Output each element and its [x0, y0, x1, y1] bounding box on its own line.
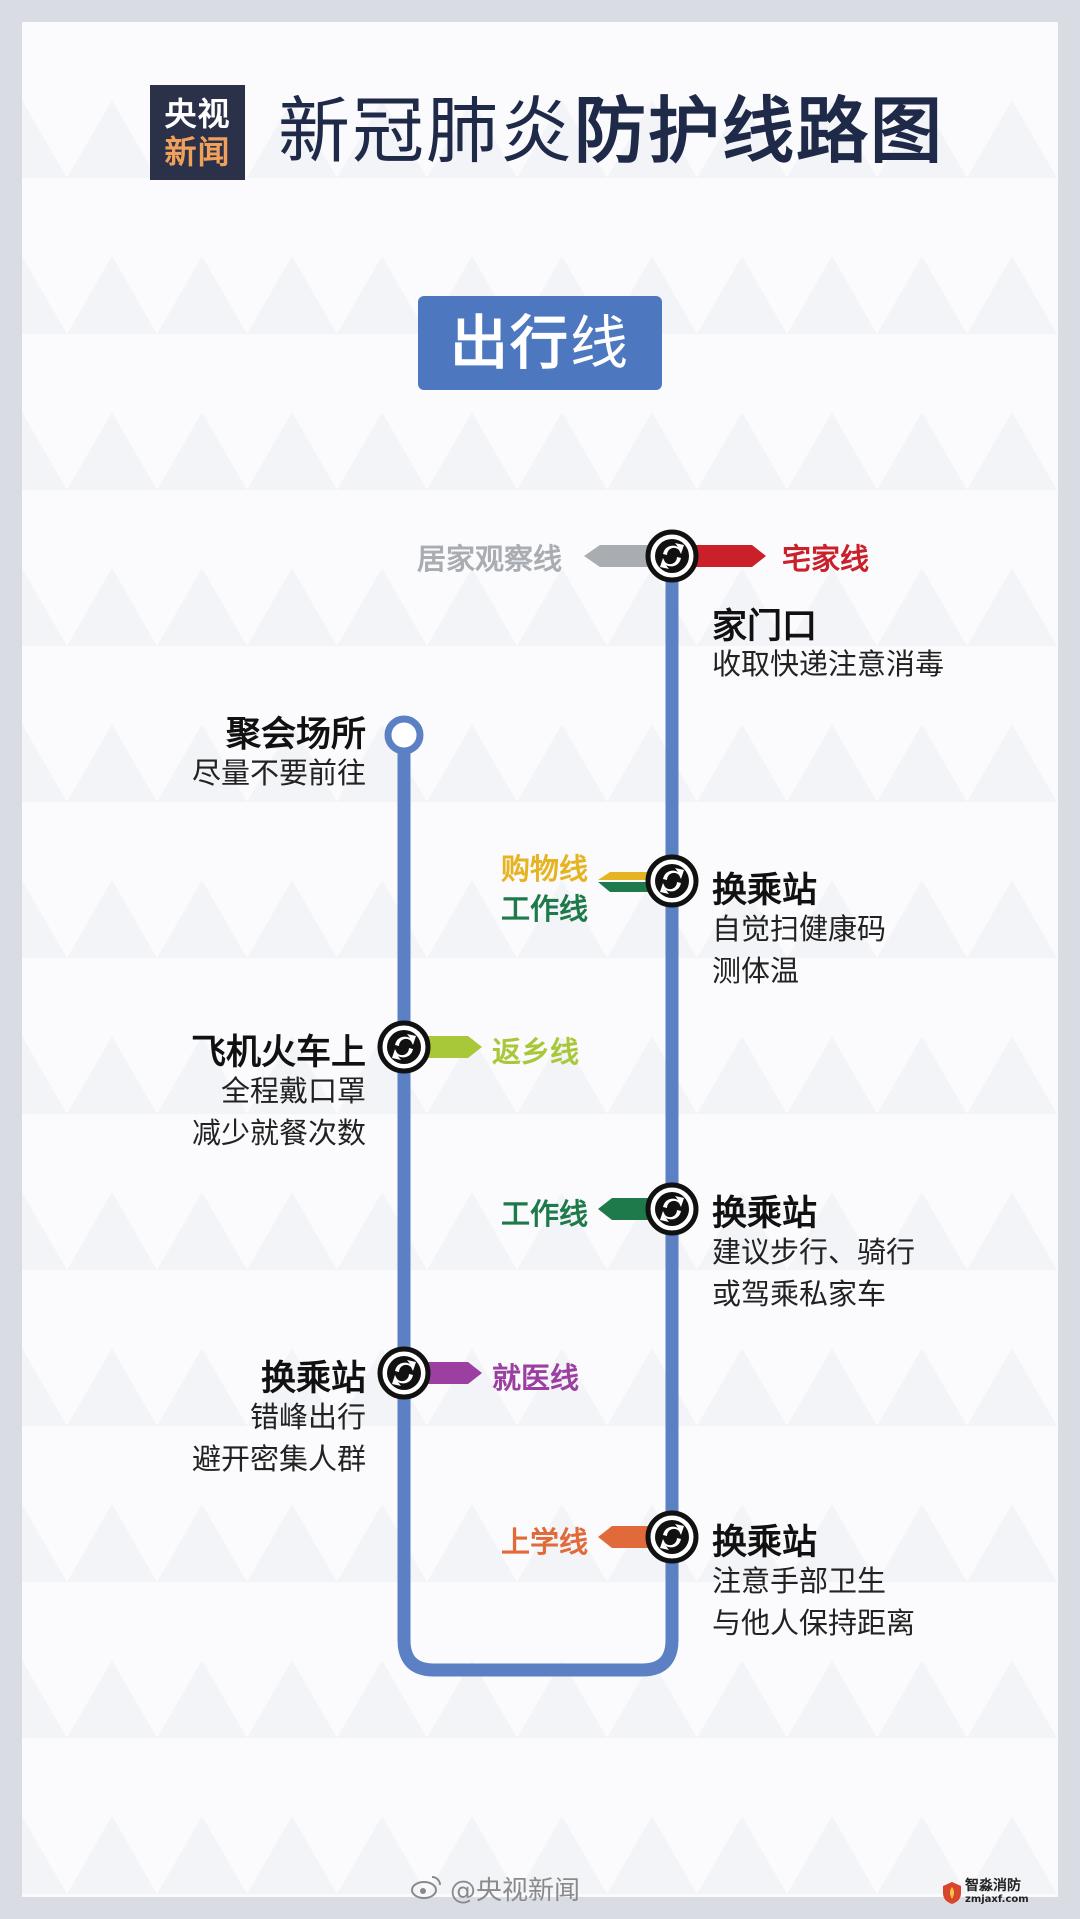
section-title-bold: 出行 — [449, 309, 570, 377]
station-transfer3-desc1: 错峰出行 — [249, 1400, 366, 1434]
transfer-icon-1 — [648, 857, 696, 905]
transfer-icon-2 — [648, 1185, 696, 1233]
tag-shopping: 购物线 — [500, 852, 588, 886]
brand-name: 智淼消防 — [965, 1878, 1021, 1894]
station-transfer4-desc2: 与他人保持距离 — [712, 1606, 916, 1640]
transfer-icon-3 — [380, 1349, 428, 1397]
station-transfer3-desc2: 避开密集人群 — [191, 1442, 366, 1476]
title-regular: 新冠肺炎 — [278, 89, 575, 173]
tag-school: 上学线 — [500, 1525, 588, 1559]
station-transfer1-desc2: 测体温 — [712, 954, 800, 988]
brand-url: zmjaxf.com — [965, 1894, 1029, 1905]
tag-hometown: 返乡线 — [492, 1035, 580, 1069]
tag-home-observe: 居家观察线 — [416, 542, 562, 576]
transfer-icon-train — [380, 1023, 428, 1071]
route-end-station — [384, 715, 424, 755]
station-train-name: 飞机火车上 — [190, 1033, 366, 1073]
tag-medical: 就医线 — [492, 1361, 580, 1395]
school-arrow — [598, 1526, 648, 1548]
brand-watermark: 智淼消防 zmjaxf.com — [965, 1878, 1029, 1906]
page-title: 新冠肺炎防护线路图 — [278, 86, 944, 176]
section-title: 出行线 — [418, 296, 662, 390]
transfer-icon-4 — [648, 1513, 696, 1561]
medical-arrow — [428, 1362, 482, 1384]
station-transfer2-desc1: 建议步行、骑行 — [712, 1235, 916, 1269]
station-train-desc1: 全程戴口罩 — [220, 1074, 366, 1108]
brand-shield-icon — [943, 1882, 961, 1904]
work-arrow-1 — [598, 882, 648, 892]
station-gathering-name: 聚会场所 — [225, 715, 366, 755]
station-transfer2-name: 换乘站 — [712, 1194, 818, 1234]
station-transfer1-name: 换乘站 — [712, 871, 818, 911]
tag-work-2: 工作线 — [500, 1197, 588, 1231]
transfer-icon-top — [648, 532, 696, 580]
logo-line1: 央视 — [164, 94, 231, 133]
station-doorway-name: 家门口 — [712, 607, 818, 647]
logo-line2: 新闻 — [164, 132, 231, 171]
station-train-desc2: 减少就餐次数 — [191, 1116, 366, 1150]
station-transfer4-desc1: 注意手部卫生 — [712, 1564, 887, 1598]
station-transfer1-desc1: 自觉扫健康码 — [712, 912, 887, 946]
section-title-light: 线 — [570, 309, 631, 377]
weibo-handle: @央视新闻 — [450, 1876, 581, 1906]
station-doorway-desc: 收取快递注意消毒 — [712, 647, 945, 681]
weibo-icon — [411, 1876, 441, 1899]
cctv-news-logo: 央视 新闻 — [150, 85, 245, 180]
tag-home: 宅家线 — [782, 542, 870, 576]
home-arrow — [696, 545, 766, 567]
route-line — [397, 556, 679, 1677]
station-transfer3-name: 换乘站 — [260, 1359, 366, 1399]
hometown-arrow — [428, 1036, 482, 1058]
title-bold: 防护线路图 — [574, 89, 945, 173]
station-transfer4-name: 换乘站 — [712, 1523, 818, 1563]
shopping-arrow — [598, 872, 648, 880]
station-gathering-desc: 尽量不要前往 — [191, 756, 366, 790]
station-transfer2-desc2: 或驾乘私家车 — [712, 1277, 887, 1311]
tag-work-1: 工作线 — [500, 892, 588, 926]
work-arrow-2 — [598, 1198, 648, 1220]
home-observe-arrow — [584, 545, 648, 567]
